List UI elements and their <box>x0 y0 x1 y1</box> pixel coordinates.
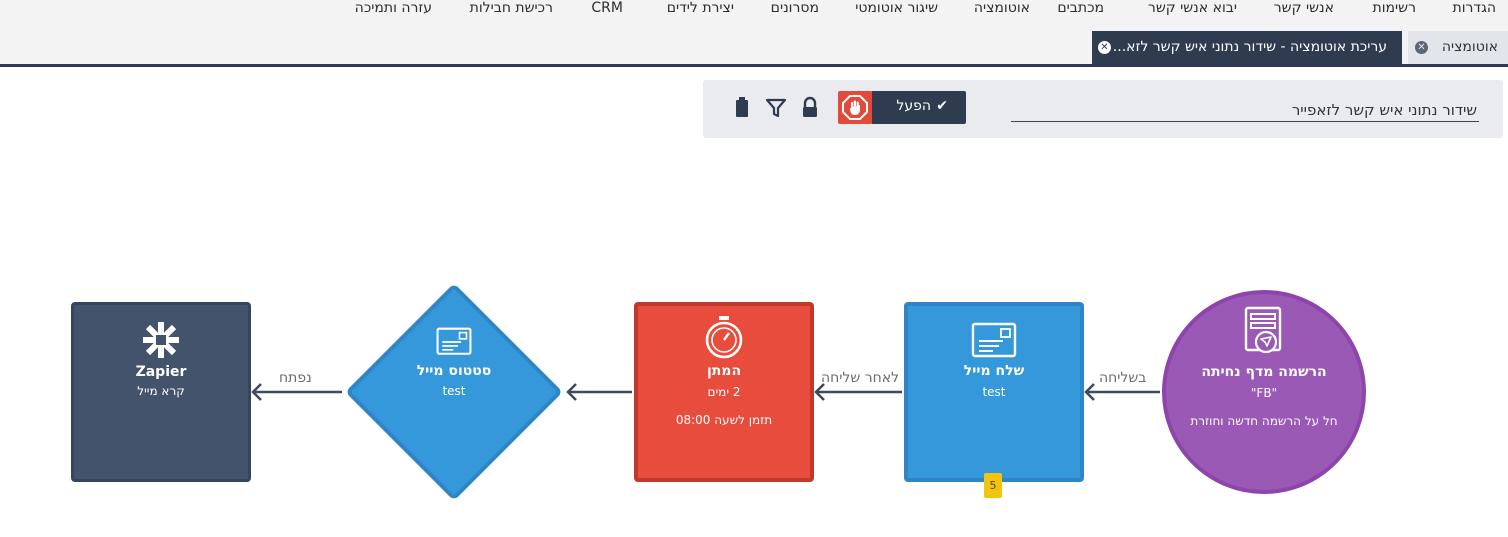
nav-item-settings[interactable]: הגדרות <box>1452 0 1496 16</box>
email-status-title: סטטוס מייל <box>416 363 492 379</box>
top-navigation: הגדרות רשימות אנשי קשר יבוא אנשי קשר מכת… <box>0 0 1508 66</box>
checkmark-icon: ✔ <box>936 98 948 114</box>
send-email-subtitle: test <box>982 385 1006 399</box>
nav-item-letters[interactable]: מכתבים <box>1057 0 1104 16</box>
zapier-title: Zapier <box>135 364 187 380</box>
wait-schedule: תזמן לשעה 08:00 <box>675 413 773 427</box>
nav-item-import-contacts[interactable]: יבוא אנשי קשר <box>1147 0 1237 16</box>
wait-title: המתן <box>706 363 742 379</box>
trigger-subtitle: "FB" <box>1250 386 1278 400</box>
trigger-node-landing-page[interactable]: הרשמה מדף נחיתה "FB" חל על הרשמה חדשה וח… <box>1162 290 1366 494</box>
nav-item-buy-packages[interactable]: רכישת חבילות <box>469 0 553 16</box>
nav-item-sms[interactable]: מסרונים <box>770 0 819 16</box>
nav-item-contacts[interactable]: אנשי קשר <box>1273 0 1334 16</box>
trigger-detail: חל על הרשמה חדשה וחוזרת <box>1190 414 1338 428</box>
close-icon[interactable]: ✕ <box>1098 41 1111 54</box>
action-node-send-email[interactable]: שלח מייל test <box>904 302 1084 482</box>
nav-item-auto-dispatch[interactable]: שיגור אוטומטי <box>855 0 938 16</box>
battery-icon[interactable] <box>731 96 753 120</box>
tab-automation[interactable]: ✕ אוטומציה <box>1408 31 1508 65</box>
activate-button[interactable]: ✔ הפעל <box>871 91 966 124</box>
edge-label-on-send: בשליחה <box>1099 370 1147 386</box>
nav-item-crm[interactable]: CRM <box>591 0 623 16</box>
zapier-subtitle: קרא מייל <box>137 384 185 398</box>
nav-item-lists[interactable]: רשימות <box>1372 0 1416 16</box>
send-email-title: שלח מייל <box>963 363 1025 379</box>
edge-label-after-send: לאחר שליחה <box>821 370 900 386</box>
landing-page-icon <box>1244 306 1282 354</box>
wait-duration: 2 ימים <box>707 385 741 399</box>
integration-node-zapier[interactable]: Zapier קרא מייל <box>71 302 251 482</box>
stopwatch-icon <box>705 316 743 359</box>
nav-item-lead-generation[interactable]: יצירת לידים <box>666 0 734 16</box>
filter-icon[interactable] <box>765 96 787 120</box>
edge-label-opened: נפתח <box>279 370 312 386</box>
lock-icon[interactable] <box>799 96 821 120</box>
zapier-icon <box>143 322 179 358</box>
email-icon <box>971 322 1017 358</box>
stop-hand-icon <box>842 95 868 120</box>
automation-name-input[interactable] <box>1011 98 1479 122</box>
nav-item-automation[interactable]: אוטומציה <box>973 0 1030 16</box>
trigger-title: הרשמה מדף נחיתה <box>1201 364 1327 380</box>
condition-node-email-status[interactable]: סטטוס מייל test <box>344 283 564 501</box>
activate-label: הפעל <box>896 98 931 114</box>
close-icon[interactable]: ✕ <box>1415 41 1428 54</box>
email-status-subtitle: test <box>442 384 466 398</box>
sent-count-badge[interactable]: 5 <box>984 473 1002 498</box>
email-icon <box>436 327 472 355</box>
nav-item-help-support[interactable]: עזרה ותמיכה <box>354 0 432 16</box>
tabs-divider <box>0 64 1508 67</box>
tab-label: אוטומציה <box>1441 39 1498 55</box>
tab-edit-automation[interactable]: ✕ עריכת אוטומציה - שידור נתוני איש קשר ל… <box>1092 31 1402 65</box>
stop-button[interactable] <box>838 91 872 124</box>
tab-label: עריכת אוטומציה - שידור נתוני איש קשר לזא… <box>1112 39 1387 55</box>
wait-node[interactable]: המתן 2 ימים תזמן לשעה 08:00 <box>634 302 814 482</box>
automation-toolbar: ✔ הפעל <box>703 80 1503 138</box>
